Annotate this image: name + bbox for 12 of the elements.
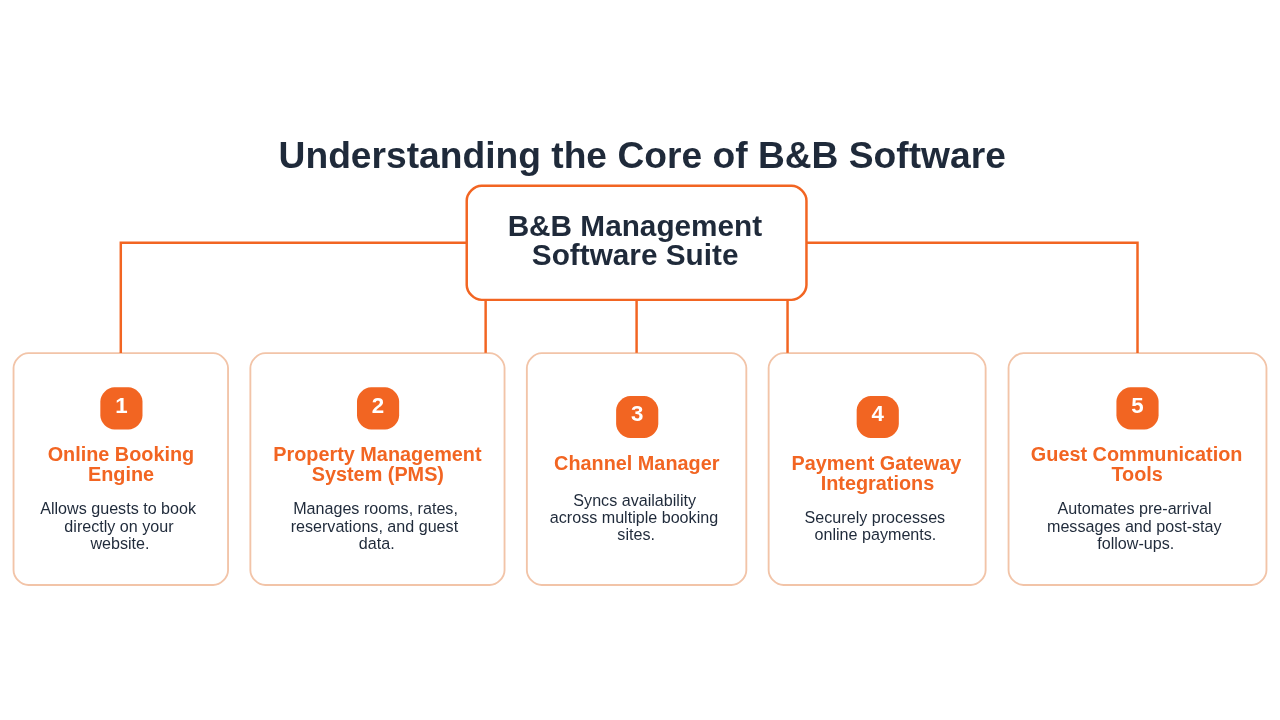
node-box: 5 Guest Communication Tools Automates pre-arrival messages and post-stay follow-ups. — [1007, 352, 1268, 586]
connector — [786, 299, 789, 353]
node-box: 3 Channel Manager Syncs availability across multiple booking sites. — [525, 352, 748, 586]
connector — [635, 299, 638, 353]
node-box: 4 Payment Gateway Integrations Securely processes online payments. — [767, 352, 987, 586]
connector — [806, 241, 1139, 353]
node-box: 1 Online Booking Engine Allows guests to book directly on your website. — [12, 352, 229, 586]
node-box: B&B Management Software Suite — [465, 184, 808, 302]
connector — [484, 299, 487, 353]
node-box: 2 Property Management System (PMS) Manages rooms, rates, reservations, and guest data. — [249, 352, 506, 586]
diagram-title: Understanding the Core of B&B Software — [278, 134, 1006, 177]
connector — [119, 241, 467, 353]
